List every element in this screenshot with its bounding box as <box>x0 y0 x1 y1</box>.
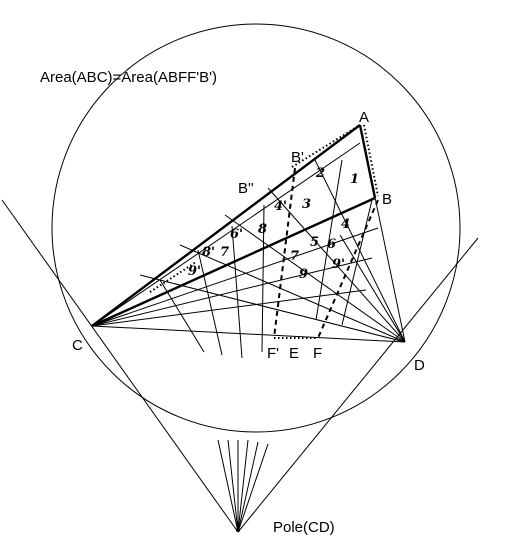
region-9-prime-right: 9' <box>332 257 345 272</box>
label-a: A <box>359 109 369 126</box>
side-ab <box>358 124 377 199</box>
label-e: E <box>289 345 299 362</box>
label-f-prime: F' <box>267 345 279 362</box>
segment-c-small <box>149 261 197 293</box>
pole-fan <box>217 439 269 533</box>
dashed-bprime-fprime <box>273 167 296 339</box>
segment-a-bprime <box>291 124 361 168</box>
tangent-line-right <box>237 237 479 533</box>
label-f: F <box>313 345 322 362</box>
region-9-prime-left: 9' <box>188 264 201 279</box>
side-ac <box>91 124 361 327</box>
label-b-prime: B' <box>291 149 304 166</box>
lines-from-d <box>139 124 406 343</box>
region-6-prime: 6' <box>230 227 243 242</box>
title: Area(ABC)=Area(ABFF'B') <box>40 69 217 86</box>
region-1: 1 <box>350 172 359 187</box>
region-3: 3 <box>302 197 311 212</box>
side-bc <box>91 196 376 328</box>
region-9: 9 <box>299 267 308 282</box>
segment-a-b <box>363 124 379 197</box>
region-6: 6 <box>327 237 336 252</box>
chord-cd <box>91 325 406 343</box>
label-b: B <box>382 191 392 208</box>
region-2: 2 <box>315 166 325 181</box>
region-7: 7 <box>290 249 299 264</box>
label-c: C <box>72 337 83 354</box>
pole-point <box>236 528 240 532</box>
tangent-line-left <box>1 199 239 533</box>
region-8-prime: 8' <box>202 245 215 260</box>
dashed-b-f <box>317 199 379 339</box>
region-4-prime: 4' <box>274 199 287 214</box>
label-d: D <box>414 357 425 374</box>
label-pole: Pole(CD) <box>273 519 335 536</box>
region-8: 8 <box>258 222 267 237</box>
region-4: 4 <box>341 217 350 232</box>
region-7-left: 7 <box>220 245 229 260</box>
circle <box>51 23 461 433</box>
region-5: 5 <box>310 235 319 250</box>
lines-from-c <box>91 142 379 327</box>
label-b-double-prime: B'' <box>238 180 254 197</box>
